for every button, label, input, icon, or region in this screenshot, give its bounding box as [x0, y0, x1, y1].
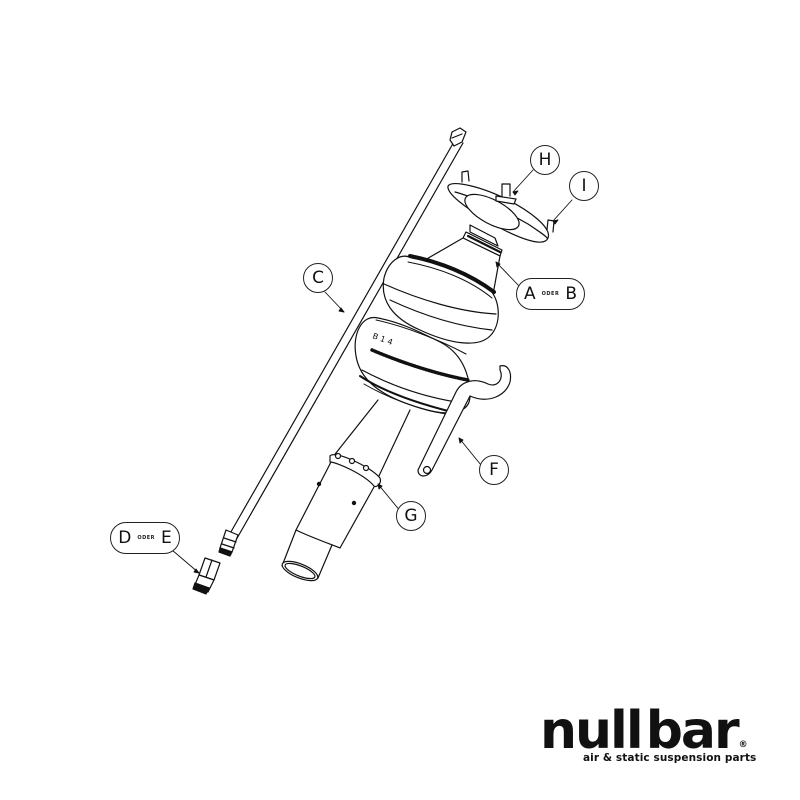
oder-connector: ODER [137, 535, 156, 541]
spanner-wrench-f [417, 365, 512, 477]
callout-f: F [479, 455, 509, 485]
air-line-c [218, 127, 467, 557]
callout-b-label: B [565, 284, 577, 304]
logo-wordmark: null bar ® [540, 701, 748, 771]
callout-i: I [569, 171, 599, 201]
top-mount [447, 170, 555, 257]
upper-bellow [382, 254, 499, 344]
registered-mark: ® [738, 740, 748, 750]
logo-word-null: null [540, 701, 644, 761]
lower-bellow: B 1 4 [354, 316, 471, 415]
damper-body [281, 399, 411, 582]
callout-g: G [396, 501, 426, 531]
callout-a-oder-b: A ODER B [516, 278, 585, 310]
callout-c: C [303, 263, 333, 293]
callout-d-oder-e: D ODER E [110, 522, 180, 554]
callout-a-label: A [524, 284, 536, 304]
oder-connector: ODER [541, 291, 560, 297]
logo-word-bar: bar [645, 701, 740, 761]
logo-tagline: air & static suspension parts [583, 752, 757, 764]
callout-h: H [530, 145, 560, 175]
fitting-d-e [192, 557, 221, 595]
callout-e-label: E [161, 528, 172, 548]
null-bar-logo: null bar ® [540, 705, 748, 765]
callout-d-label: D [118, 528, 132, 548]
